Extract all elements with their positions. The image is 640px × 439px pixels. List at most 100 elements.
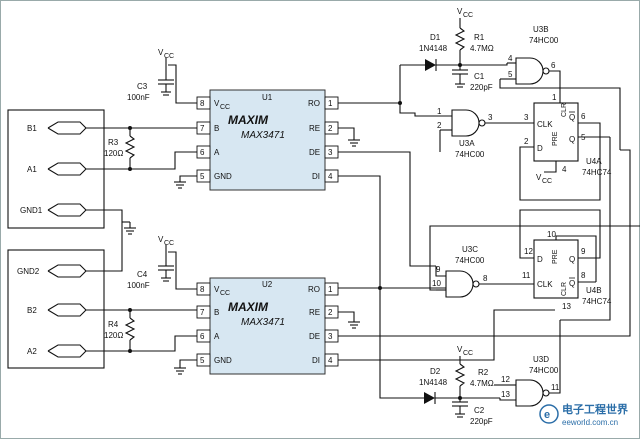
u3b-value: 74HC00: [529, 36, 559, 45]
r4-value: 120Ω: [104, 331, 123, 340]
u4b-d-label: D: [537, 255, 543, 264]
c4-ref: C4: [137, 270, 148, 279]
u2-pin-name: GND: [214, 356, 232, 365]
c1-value: 220pF: [470, 83, 493, 92]
u2-pin-name: V: [214, 285, 220, 294]
c3-value: 100nF: [127, 93, 150, 102]
connector-label-gnd1: GND1: [20, 206, 43, 215]
u1-part: MAX3471: [241, 130, 285, 141]
u4b-pin: 9: [581, 247, 586, 256]
d1-ref: D1: [430, 33, 441, 42]
u4a-pin: 2: [524, 137, 529, 146]
vcc-label-sub: CC: [463, 350, 473, 357]
nand-gate-u3b: [515, 57, 550, 85]
vcc-label-sub: CC: [463, 12, 473, 19]
vcc-label: V: [457, 345, 463, 354]
u2-pin-num: 1: [328, 285, 333, 294]
r3-ref: R3: [108, 138, 119, 147]
u2-pin-num: 6: [200, 332, 205, 341]
u2-pin-name: RE: [309, 308, 320, 317]
u1-pin-num: 3: [328, 148, 333, 157]
nand-gate-u3a: [451, 109, 486, 137]
nand-gate-u3c: [445, 270, 480, 298]
u4b-pin: 11: [522, 271, 531, 280]
u3c-ref: U3C: [462, 245, 478, 254]
u1-pin-num: 1: [328, 99, 333, 108]
r3-value: 120Ω: [104, 149, 123, 158]
connector-label-b2: B2: [27, 306, 37, 315]
u3c-pin: 8: [483, 274, 488, 283]
c1-ref: C1: [474, 72, 485, 81]
u1-pin-num: 8: [200, 99, 205, 108]
u2-pin-num: 2: [328, 308, 333, 317]
u2-pin-sub: CC: [220, 290, 230, 297]
u2-pin-name: RO: [308, 285, 320, 294]
u1-pin-name: RO: [308, 99, 320, 108]
u1-pin-num: 6: [200, 148, 205, 157]
u3a-pin: 3: [488, 113, 493, 122]
u2-max3471: U2 MAXIM MAX3471 8 7 6 5 V CC B A GND 1 …: [196, 277, 339, 375]
u1-pin-name: RE: [309, 124, 320, 133]
u3d-value: 74HC00: [529, 366, 559, 375]
u3b-pin: 5: [508, 70, 513, 79]
u4a-pin: 1: [552, 93, 557, 102]
vcc-label: V: [158, 235, 164, 244]
c2-ref: C2: [474, 406, 485, 415]
d2-ref: D2: [430, 367, 441, 376]
u2-pin-num: 5: [200, 356, 205, 365]
u4a-pin: 4: [562, 165, 567, 174]
u4a-q-label: Q: [569, 135, 575, 144]
u4a-pre-label: PRE: [552, 131, 559, 146]
u4a-pin: 3: [524, 113, 529, 122]
r2-ref: R2: [478, 368, 489, 377]
connector-label-a2: A2: [27, 347, 37, 356]
u4a-pin: 6: [581, 112, 586, 121]
watermark-title: 电子工程世界: [562, 402, 628, 416]
vcc-label: V: [536, 173, 542, 182]
nand-gate-u3d: [515, 379, 550, 407]
flipflop-u4a: CLK D Q Q PRE CLR: [533, 102, 579, 162]
watermark: e 电子工程世界 eeworld.com.cn: [539, 402, 628, 427]
u4a-clk-label: CLK: [537, 120, 553, 129]
u3c-pin: 10: [432, 279, 441, 288]
u3c-pin: 9: [436, 265, 441, 274]
u2-part: MAX3471: [241, 317, 285, 328]
u2-pin-num: 4: [328, 356, 333, 365]
u1-pin-num: 4: [328, 172, 333, 181]
connector-label-gnd2: GND2: [17, 267, 40, 276]
u1-pin-num: 2: [328, 124, 333, 133]
flipflop-u4b: CLK D Q Q PRE CLR: [533, 239, 579, 299]
u3a-value: 74HC00: [455, 150, 485, 159]
u1-pin-name: B: [214, 124, 219, 133]
u2-pin-name: B: [214, 308, 219, 317]
u2-pin-name: DE: [309, 332, 320, 341]
connector-label-a1: A1: [27, 165, 37, 174]
u1-pin-name: DE: [309, 148, 320, 157]
d2-value: 1N4148: [419, 378, 448, 387]
vcc-label-sub: CC: [542, 178, 552, 185]
r1-value: 4.7MΩ: [470, 44, 494, 53]
c4-value: 100nF: [127, 281, 150, 290]
u2-pin-num: 3: [328, 332, 333, 341]
vcc-label-sub: CC: [164, 240, 174, 247]
c2-value: 220pF: [470, 417, 493, 426]
u1-pin-name: V: [214, 99, 220, 108]
u1-pin-sub: CC: [220, 104, 230, 111]
u4b-clk-label: CLK: [537, 280, 553, 289]
u1-max3471: U1 MAXIM MAX3471 8 7 6 5 V CC B A GND 1 …: [196, 89, 339, 191]
u4a-qn-label: Q: [569, 113, 575, 122]
r4-ref: R4: [108, 320, 119, 329]
u3d-ref: U3D: [533, 355, 549, 364]
u4b-pre-label: PRE: [552, 249, 559, 264]
u4b-qn-label: Q: [569, 279, 575, 288]
u1-pin-num: 7: [200, 124, 205, 133]
u4a-ref: U4A: [586, 157, 602, 166]
u3d-pin: 11: [551, 383, 560, 392]
u4a-clr-label: CLR: [561, 103, 568, 117]
u4b-pin: 13: [562, 302, 571, 311]
u2-ref: U2: [262, 280, 273, 289]
maxim-logo: MAXIM: [228, 300, 269, 314]
watermark-mark: e: [544, 409, 550, 421]
u3b-pin: 6: [551, 61, 556, 70]
u3c-value: 74HC00: [455, 256, 485, 265]
